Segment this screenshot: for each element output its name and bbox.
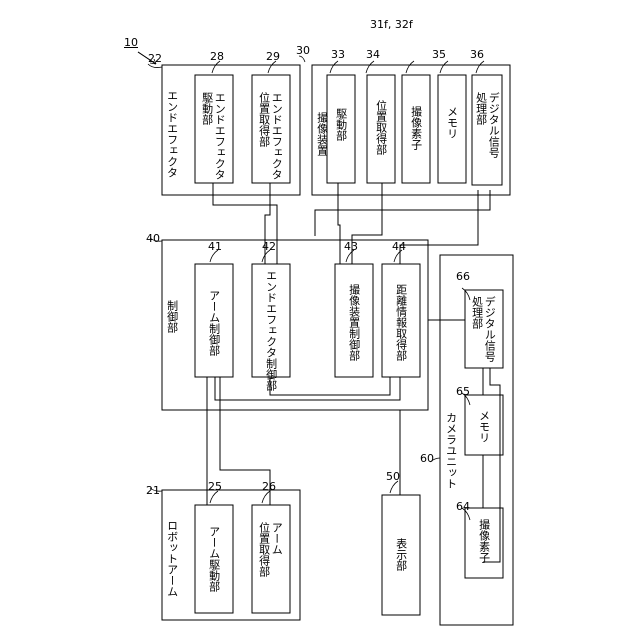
cu-dsp-label-line1: デジタル信号 <box>483 296 496 362</box>
ref-arm-ctrl: 41 <box>208 240 222 253</box>
figure-ref: 10 <box>124 36 138 49</box>
display-label: 表示部 <box>394 538 407 571</box>
dsp-label: デジタル信号 処理部 <box>474 92 499 158</box>
ref-control: 40 <box>146 232 160 245</box>
arm-pos-label: アーム 位置取得部 <box>257 522 282 577</box>
ee-drive-label-line1: エンドエフェクタ <box>213 92 226 180</box>
ref-pos-acq: 34 <box>366 48 380 61</box>
ref-drive: 33 <box>331 48 345 61</box>
ee-pos-label-line1: エンドエフェクタ <box>270 92 283 180</box>
ee-drive-label-line2: 駆動部 <box>201 92 214 125</box>
ref-end-effector: 22 <box>148 52 162 65</box>
ee-pos-label: エンドエフェクタ 位置取得部 <box>257 92 282 180</box>
control-label: 制御部 <box>165 300 178 333</box>
ref-dist-info: 44 <box>392 240 406 253</box>
cu-memory-label: メモリ <box>477 410 490 443</box>
ref-arm-drive: 25 <box>208 480 222 493</box>
dsp-label-line1: デジタル信号 <box>487 92 500 158</box>
ref-display: 50 <box>386 470 400 483</box>
pos-acq-label: 位置取得部 <box>374 100 387 155</box>
imaging-element-label: 撮像素子 <box>409 106 422 150</box>
arm-pos-label-line1: アーム <box>270 522 283 555</box>
cu-sensor-label: 撮像素子 <box>477 519 490 563</box>
drive-label: 駆動部 <box>334 108 347 141</box>
robot-arm-label: ロボットアーム <box>165 520 178 597</box>
arm-ctrl-label: アーム制御部 <box>207 290 220 356</box>
ref-arm-pos: 26 <box>262 480 276 493</box>
ref-cu-dsp: 66 <box>456 270 470 283</box>
ee-pos-label-line2: 位置取得部 <box>258 92 271 147</box>
ref-ee-pos: 29 <box>266 50 280 63</box>
ref-cu-memory: 65 <box>456 385 470 398</box>
ee-drive-label: エンドエフェクタ 駆動部 <box>200 92 225 180</box>
ref-imaging-device: 30 <box>296 44 310 57</box>
camera-unit-label: カメラユニット <box>444 412 457 489</box>
ref-imaging-element: 31f, 32f <box>370 18 413 31</box>
cu-dsp-label-line2: 処理部 <box>471 296 484 329</box>
imaging-device-label: 撮像装置 <box>315 112 328 156</box>
dsp-label-line2: 処理部 <box>475 92 488 125</box>
dist-info-label: 距離情報取得部 <box>394 284 407 361</box>
control-block <box>162 240 428 410</box>
arm-pos-label-line2: 位置取得部 <box>258 522 271 577</box>
end-effector-label: エンドエフェクタ <box>165 90 178 178</box>
img-ctrl-label: 撮像装置制御部 <box>347 284 360 361</box>
ee-ctrl-label: エンドエフェクタ制御部 <box>264 270 277 391</box>
ref-ee-ctrl: 42 <box>262 240 276 253</box>
ref-ee-drive: 28 <box>210 50 224 63</box>
leader-lines <box>138 52 484 520</box>
cu-dsp-label: デジタル信号 処理部 <box>470 296 495 362</box>
ref-dsp: 36 <box>470 48 484 61</box>
ref-cu-sensor: 64 <box>456 500 470 513</box>
arm-drive-label: アーム駆動部 <box>207 526 220 592</box>
ref-camera-unit: 60 <box>420 452 434 465</box>
ref-memory: 35 <box>432 48 446 61</box>
ref-img-ctrl: 43 <box>344 240 358 253</box>
memory-label: メモリ <box>445 106 458 139</box>
ref-robot-arm: 21 <box>146 484 160 497</box>
